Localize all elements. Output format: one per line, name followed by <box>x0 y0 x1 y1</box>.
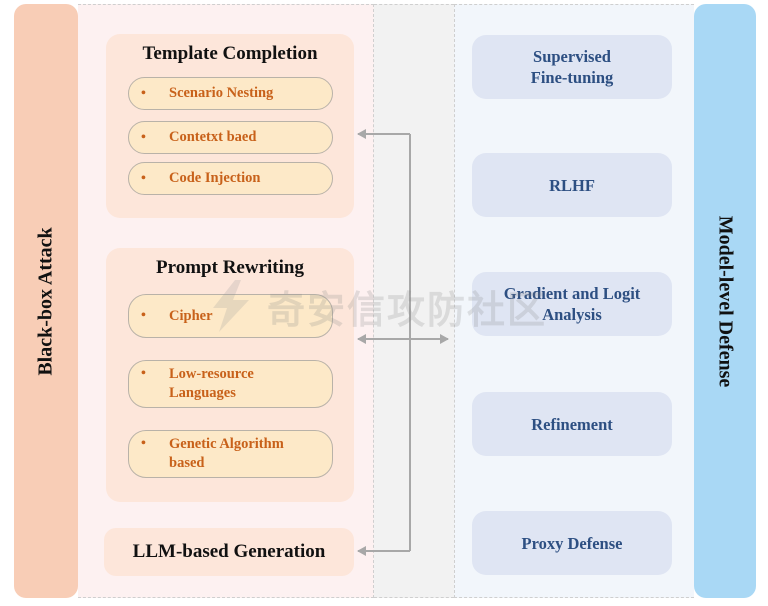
prompt-rewriting-group: Prompt Rewriting • Cipher • Low-resource… <box>106 248 354 502</box>
item-label: Contetxt baed <box>169 129 257 145</box>
prompt-rewriting-title: Prompt Rewriting <box>156 257 304 278</box>
low-resource-languages-item: • Low-resource Languages <box>128 360 333 408</box>
template-completion-group: Template Completion • Scenario Nesting •… <box>106 34 354 218</box>
proxy-defense-box: Proxy Defense <box>472 511 672 575</box>
llm-based-generation-title: LLM-based Generation <box>132 541 326 562</box>
middle-panel <box>374 4 454 598</box>
item-label: Low-resource Languages <box>169 366 254 401</box>
bullet-icon: • <box>141 366 146 381</box>
code-injection-item: • Code Injection <box>128 162 333 195</box>
bullet-icon: • <box>141 129 146 145</box>
black-box-attack-strip <box>14 4 78 598</box>
llm-based-generation-box: LLM-based Generation <box>104 528 354 576</box>
bullet-icon: • <box>141 308 146 323</box>
item-label: Genetic Algorithm based <box>169 436 284 471</box>
item-label: Cipher <box>169 307 213 324</box>
item-label: Code Injection <box>169 170 261 186</box>
arrow-lines <box>357 129 449 556</box>
item-label: Scenario Nesting <box>169 85 274 101</box>
bullet-icon: • <box>141 170 146 186</box>
cipher-item: • Cipher <box>128 294 333 338</box>
bullet-icon: • <box>141 85 146 101</box>
genetic-algorithm-item: • Genetic Algorithm based <box>128 430 333 478</box>
template-completion-title: Template Completion <box>142 43 318 64</box>
scenario-nesting-item: • Scenario Nesting <box>128 77 333 110</box>
gradient-logit-analysis-box: Gradient and Logit Analysis <box>472 272 672 336</box>
context-based-item: • Contetxt baed <box>128 121 333 154</box>
model-level-defense-strip <box>694 4 756 598</box>
bullet-icon: • <box>141 436 146 451</box>
refinement-box: Refinement <box>472 392 672 456</box>
supervised-fine-tuning-box: Supervised Fine-tuning <box>472 35 672 99</box>
rlhf-box: RLHF <box>472 153 672 217</box>
